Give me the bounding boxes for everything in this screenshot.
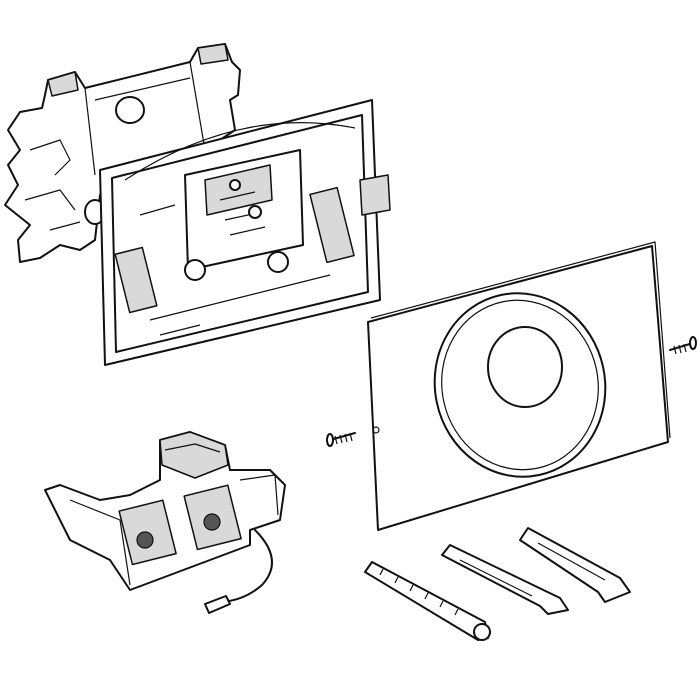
back-frame [4,43,241,263]
fixing-rods [364,527,631,641]
fixing-screw-left [326,432,356,447]
fixing-rod-3 [519,527,631,603]
fixing-screw-right [669,336,697,355]
control-unit [44,431,286,614]
fixing-rod-2 [441,544,569,615]
flush-plate [367,241,671,531]
fixing-rod-1 [364,561,491,641]
mounting-frame [99,99,391,366]
